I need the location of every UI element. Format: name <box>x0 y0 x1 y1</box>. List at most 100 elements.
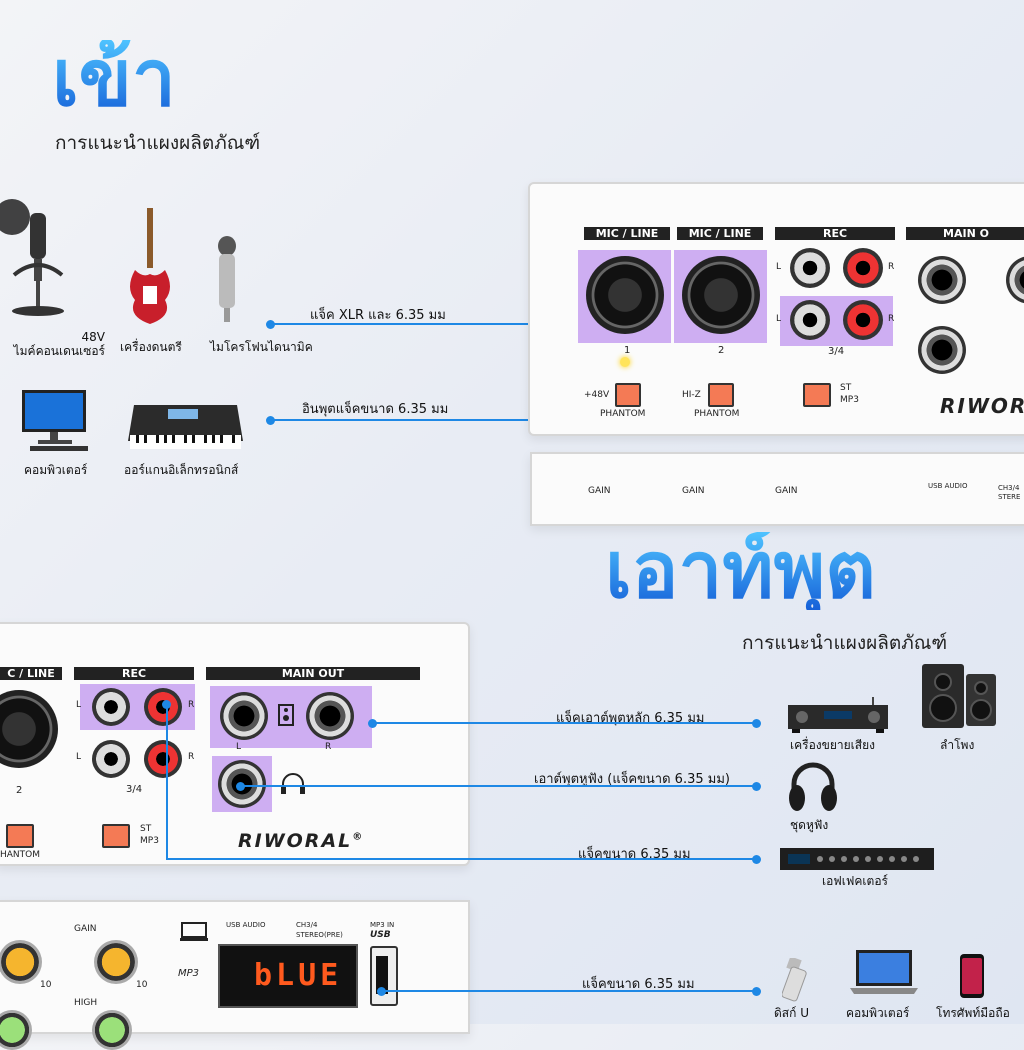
st-label-bottom: ST <box>140 824 152 834</box>
ch34-top-small: CH3/4 <box>998 484 1020 492</box>
high-label: HIGH <box>74 998 98 1008</box>
high-knob-left[interactable] <box>0 1010 32 1050</box>
st-label-top: ST <box>840 383 852 393</box>
output-subtitle: การแนะนำแผงผลิตภัณฑ์ <box>742 632 948 654</box>
input-line-1-label: แจ็ค XLR และ 6.35 มม <box>310 308 446 323</box>
output-line-2-label: เอาต์พุตหูฟัง (แจ็คขนาด 6.35 มม) <box>534 772 730 787</box>
gain-knob-left[interactable] <box>0 940 42 984</box>
rec-rca-l-top[interactable] <box>790 248 830 288</box>
output-line-3-label: แจ็คขนาด 6.35 มม <box>578 847 691 862</box>
usb-port[interactable] <box>370 946 398 1006</box>
mp3-in-label: MP3 IN <box>370 921 395 929</box>
output-title: เอาท์พุต <box>605 526 876 616</box>
condenser-mic-label-text: 48V ไมค์คอนเดนเซอร์ <box>13 330 105 358</box>
hiz-label: HI-Z <box>682 390 701 400</box>
guitar-icon <box>130 208 170 324</box>
gain-label-1: GAIN <box>588 486 611 496</box>
mp3-label-top: MP3 <box>840 395 859 405</box>
registered-mark: ® <box>352 831 365 843</box>
rec-r-label: R <box>888 262 895 272</box>
rec-out-l[interactable] <box>92 688 130 726</box>
xlr-jack-2[interactable] <box>682 256 760 334</box>
input-title: เข้า <box>52 34 176 124</box>
output-line-3 <box>166 858 756 860</box>
output-line-4-end-dot <box>752 987 761 996</box>
st-mp3-button-top[interactable] <box>803 383 831 407</box>
main-out-header-bottom: MAIN OUT <box>206 667 420 680</box>
display-text: bLUE <box>254 958 343 993</box>
input-line-2-label: อินพุตแจ็คขนาด 6.35 มม <box>302 402 449 417</box>
dynamic-mic-label: ไมโครโฟนไดนามิค <box>210 340 313 354</box>
keyboard-icon <box>128 405 243 449</box>
main-out-header-top: MAIN O <box>906 227 1024 240</box>
output-line-4 <box>381 990 756 992</box>
dynamic-mic-icon <box>218 236 236 322</box>
usb-audio-bottom: USB AUDIO <box>226 921 266 929</box>
usb-disk-label: ดิสก์ U <box>774 1006 809 1020</box>
phantom-button-bottom[interactable] <box>6 824 34 848</box>
display-screen: bLUE <box>218 944 358 1008</box>
mic-line-header-bottom: C / LINE <box>0 667 62 680</box>
main-out-l-bottom[interactable] <box>220 692 268 740</box>
input-34-r-label: R <box>888 314 895 324</box>
phantom-led <box>620 357 630 367</box>
hiz-button[interactable] <box>708 383 734 407</box>
mp3-label-bottom: MP3 <box>140 836 159 846</box>
headphone-small-icon <box>281 773 305 794</box>
rec-header-top: REC <box>775 227 895 240</box>
main-out-r-bottom[interactable] <box>306 692 354 740</box>
ch34-l-bottom[interactable] <box>92 740 130 778</box>
input-34-l[interactable] <box>790 300 830 340</box>
phantom-48v-button[interactable] <box>615 383 641 407</box>
output-line-4-label: แจ็คขนาด 6.35 มม <box>582 977 695 992</box>
usb-disk-icon <box>782 958 807 1002</box>
knob-10-left: 10 <box>40 980 52 990</box>
brand-bottom: RIWORAL® <box>238 830 364 852</box>
guitar-label: เครื่องดนตรี <box>120 340 182 354</box>
rec-l-label: L <box>776 262 782 272</box>
condenser-mic-icon <box>0 199 64 316</box>
keyboard-label: ออร์แกนอิเล็กทรอนิกส์ <box>124 463 239 477</box>
effector-label: เอฟเฟคเตอร์ <box>822 874 888 888</box>
gain-label-bottom: GAIN <box>74 924 97 934</box>
st-mp3-button-bottom[interactable] <box>102 824 130 848</box>
computer-icon <box>22 390 88 451</box>
usb-port-slot <box>376 956 388 994</box>
output-line-3-riser <box>166 704 168 860</box>
output-line-2-end-dot <box>752 782 761 791</box>
usb-audio-top: USB AUDIO <box>928 482 968 490</box>
ch2-label: 2 <box>718 345 725 356</box>
brand-bottom-text: RIWORAL <box>238 830 353 852</box>
mic-line-2-header: MIC / LINE <box>677 227 763 240</box>
phone-label: โทรศัพท์มือถือ <box>936 1006 1010 1020</box>
output-line-2 <box>240 785 756 787</box>
headphones-icon <box>789 762 837 811</box>
speakers-icon <box>922 664 996 728</box>
rec-header-bottom: REC <box>74 667 194 680</box>
phones-jack-top[interactable] <box>918 326 966 374</box>
phantom-label-bottom: HANTOM <box>0 850 41 860</box>
laptop-label: คอมพิวเตอร์ <box>846 1006 910 1020</box>
xlr-jack-1[interactable] <box>586 256 664 334</box>
phantom-label-2: PHANTOM <box>694 409 740 419</box>
phone-icon <box>960 954 984 998</box>
output-line-3-end-dot <box>752 855 761 864</box>
speakers-label: ลำโพง <box>940 738 975 752</box>
ch34-label-bottom: 3/4 <box>126 784 143 795</box>
ch34-r-bottom[interactable] <box>144 740 182 778</box>
condenser-mic-label: 48V ไมค์คอนเดนเซอร์ <box>0 330 105 358</box>
p48-label: +48V <box>584 390 610 400</box>
input-34-r[interactable] <box>843 300 883 340</box>
high-knob-right[interactable] <box>92 1010 132 1050</box>
amplifier-icon <box>788 697 888 733</box>
knob-10-right: 10 <box>136 980 148 990</box>
main-out-r-top[interactable] <box>1006 256 1024 304</box>
speaker-small-icon <box>278 704 294 726</box>
main-out-l-top[interactable] <box>918 256 966 304</box>
rec-rca-r-top[interactable] <box>843 248 883 288</box>
output-line-1-label: แจ็คเอาต์พุตหลัก 6.35 มม <box>556 711 705 726</box>
headphones-label: ชุดหูฟัง <box>790 818 829 832</box>
gain-knob-right[interactable] <box>94 940 138 984</box>
mp3-logo: MP3 <box>178 968 200 979</box>
ch34-label-top: 3/4 <box>828 346 845 357</box>
